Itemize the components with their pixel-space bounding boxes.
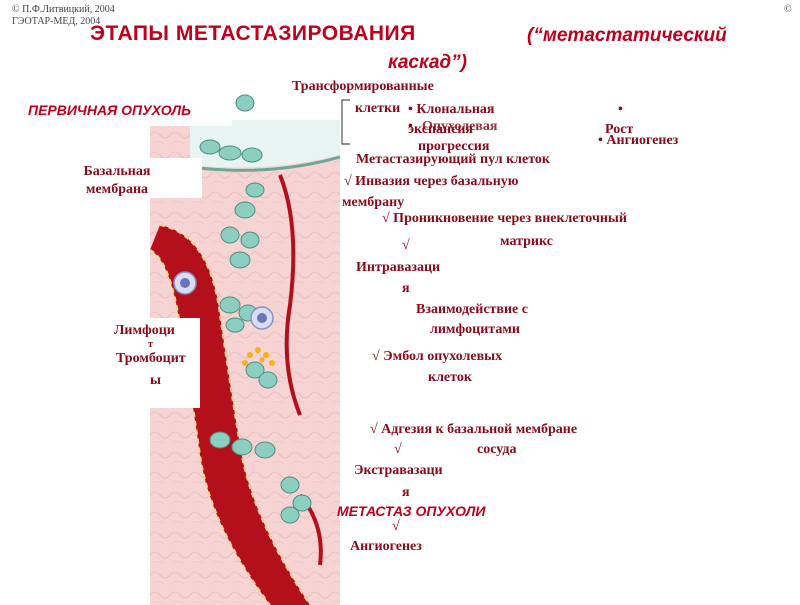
vessel-wall-outer xyxy=(159,224,311,605)
tumor-cell xyxy=(209,431,231,449)
tumor-cell xyxy=(254,441,276,459)
tumor-progression-label-b: прогрессия xyxy=(418,139,490,154)
basal-membrane-label-bg xyxy=(72,158,202,198)
page-title: ЭТАПЫ МЕТАСТАЗИРОВАНИЯ xyxy=(90,22,416,45)
check-mark-angiogenesis: √ xyxy=(392,519,400,534)
tumor-cell xyxy=(229,251,251,269)
invasion-label-2: мембрану xyxy=(342,195,405,210)
tumor-cell xyxy=(218,145,242,161)
tumor-cell-embolus xyxy=(258,371,278,389)
platelet-label-1: Тромбоцит xyxy=(116,351,186,366)
tumor-cell xyxy=(199,139,221,155)
tumor-cell xyxy=(225,317,245,333)
tumor-cell xyxy=(219,296,241,314)
copyright-mark: © xyxy=(784,4,792,15)
tumor-cell xyxy=(231,438,253,456)
transformed-cells-label-1: Трансформированные xyxy=(292,79,434,94)
clonal-expansion-overlap-a: экспансия xyxy=(408,122,473,137)
metastasis-illustration xyxy=(150,94,340,605)
platelet-cluster xyxy=(242,347,275,366)
lymphocyte-label-1: Лимфоци xyxy=(114,323,175,338)
lymphocyte-label-2: т xyxy=(148,339,153,350)
invasion-label-1: √ Инвазия через базальную xyxy=(344,174,519,189)
metastasis-cell xyxy=(280,476,300,494)
primary-tumor-label-bg xyxy=(24,96,232,126)
metastasis-label: МЕТАСТАЗ ОПУХОЛИ xyxy=(337,503,486,519)
metastatic-pool-label: Метастазирующий пул клеток xyxy=(356,152,550,167)
tumor-cell-embolus xyxy=(245,361,265,379)
page-subtitle-line-1: (“метастатический xyxy=(527,25,727,46)
clonal-expansion-label: • Клональная xyxy=(408,102,495,117)
embolus-label-2: клеток xyxy=(428,370,472,385)
cell-labels-bg xyxy=(110,318,200,408)
copyright-line-1: © П.Ф.Литвицкий, 2004 xyxy=(12,4,115,15)
basal-membrane-label-2: мембрана xyxy=(85,182,149,197)
copyright-line-2: ГЭОТАР-МЕД, 2004 xyxy=(12,16,101,27)
basal-membrane-label-1: Базальная xyxy=(83,164,151,179)
transformed-cell xyxy=(235,94,255,112)
basal-membrane-line xyxy=(189,155,340,172)
penetration-label-1: √ Проникновение через внеклеточный xyxy=(382,211,627,226)
transformed-cells-label-2: клетки xyxy=(355,101,401,116)
tumor-cell xyxy=(245,182,265,198)
angiogenesis-final-label: Ангиогенез xyxy=(350,539,422,554)
page-subtitle-line-2: каскад”) xyxy=(388,52,467,73)
primary-tumor-label: ПЕРВИЧНАЯ ОПУХОЛЬ xyxy=(28,102,191,118)
growth-label: Рост xyxy=(605,122,634,137)
lymphocyte-nucleus xyxy=(180,278,190,288)
check-mark-extravasation: √ xyxy=(394,442,402,457)
tumor-cell xyxy=(241,147,263,163)
adhesion-label-2: сосуда xyxy=(477,442,517,457)
lymphocyte-nucleus xyxy=(257,313,267,323)
angiogenesis-top-label: • Ангиогенез xyxy=(598,133,679,148)
extravasation-label-1: Экстравазаци xyxy=(354,463,443,478)
metastasis-cell xyxy=(280,506,300,524)
capillary xyxy=(278,174,302,416)
growth-bullet: • xyxy=(618,102,623,117)
progression-bullet: • xyxy=(408,119,413,134)
metastasis-cell xyxy=(292,494,312,512)
tumor-progression-label-a: Опухолевая xyxy=(422,119,498,134)
extravasation-label-2: я xyxy=(402,485,410,500)
intravasation-label-2: я xyxy=(402,281,410,296)
platelet-label-2: ы xyxy=(150,373,161,388)
lymphocyte-interaction-label-1: Взаимодействие с xyxy=(416,302,528,317)
penetration-label-2: матрикс xyxy=(500,234,553,249)
check-mark-intravasation: √ xyxy=(402,238,410,253)
embolus-label-1: √ Эмбол опухолевых xyxy=(372,349,503,364)
lymphocyte-interaction-label-2: лимфоцитами xyxy=(430,322,520,337)
bracket-main xyxy=(341,99,350,145)
tumor-cell xyxy=(234,201,256,219)
tumor-cell xyxy=(220,226,240,244)
intravasation-label-1: Интравазаци xyxy=(356,260,441,275)
adhesion-label-1: √ Адгезия к базальной мембране xyxy=(370,422,578,437)
tumor-cell xyxy=(240,231,260,249)
